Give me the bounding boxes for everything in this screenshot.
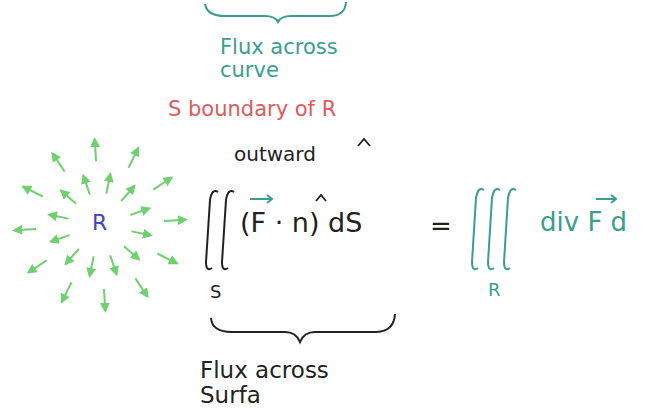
field-arrow xyxy=(110,255,116,274)
integral-domain: R xyxy=(488,280,501,300)
integral-sign xyxy=(472,189,484,269)
field-arrow xyxy=(129,148,139,168)
equals-sign: = xyxy=(430,212,452,241)
boundary-note: S boundary of R xyxy=(168,98,336,121)
field-arrow xyxy=(62,282,72,302)
flux-note: Flux across Surfa xyxy=(200,358,390,409)
brace xyxy=(205,2,346,22)
field-arrow xyxy=(135,278,147,296)
field-arrow xyxy=(61,191,76,204)
field-arrow xyxy=(130,208,149,214)
vector-arrow xyxy=(596,195,616,203)
vector-arrow xyxy=(250,195,272,203)
field-arrow xyxy=(95,139,96,161)
field-arrow xyxy=(121,186,134,201)
field-arrow xyxy=(157,254,177,264)
field-arrow xyxy=(90,256,94,276)
vector-field xyxy=(14,139,186,311)
field-arrow xyxy=(51,235,70,241)
normal-note: outward xyxy=(234,143,316,165)
integral-sign xyxy=(206,191,218,269)
hat-symbol xyxy=(358,139,370,146)
field-arrow xyxy=(124,246,139,259)
integral-sign xyxy=(504,189,516,269)
region-label: R xyxy=(92,211,107,235)
field-arrow xyxy=(23,187,43,197)
brace xyxy=(211,314,395,342)
field-arrow xyxy=(153,177,171,189)
flux-note: Flux across curve xyxy=(220,36,390,82)
field-arrow xyxy=(106,174,110,194)
volume-integrand: div F d xyxy=(540,208,627,237)
surface-integrand: (F · n) dS xyxy=(240,208,362,238)
field-arrow xyxy=(28,260,46,272)
field-arrow xyxy=(131,231,151,235)
integral-sign xyxy=(488,189,500,269)
field-arrow xyxy=(52,153,64,171)
field-arrow xyxy=(164,220,186,221)
hat-symbol xyxy=(316,195,326,201)
integral-sign xyxy=(222,191,234,269)
field-arrow xyxy=(66,249,79,264)
field-arrow xyxy=(14,229,36,230)
field-arrow xyxy=(49,215,69,219)
integral-domain: S xyxy=(210,282,221,302)
field-arrow xyxy=(104,289,105,311)
field-arrow xyxy=(83,176,89,195)
